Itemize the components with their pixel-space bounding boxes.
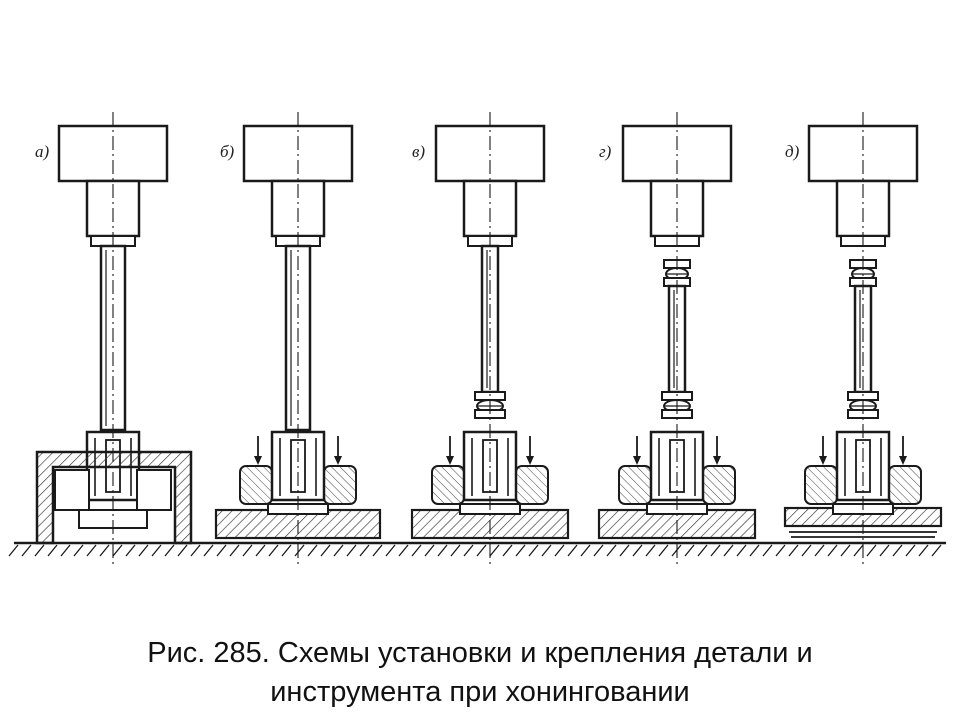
panel-label: д) (785, 142, 800, 161)
workpiece-left (239, 465, 273, 505)
workpiece-right (323, 465, 357, 505)
floor-baseline (8, 541, 946, 557)
workpiece-right (515, 465, 549, 505)
panel-fixture-box: а) (35, 112, 193, 568)
fixture-housing (35, 450, 193, 545)
workpiece-left (54, 469, 90, 511)
panel-label: в) (412, 142, 425, 161)
workpiece-right (136, 469, 172, 511)
workpiece-left (431, 465, 465, 505)
workpiece-left (618, 465, 652, 505)
panel-hinge-both: г) (597, 112, 757, 568)
panel-label: б) (220, 142, 235, 161)
workpiece-right (702, 465, 736, 505)
workpiece-left (804, 465, 838, 505)
figure-caption-line-2: инструмента при хонинговании (270, 676, 690, 708)
panel-hinge-both-floating: д) (783, 112, 943, 568)
panel-label: а) (35, 142, 50, 161)
panel-label: г) (599, 142, 612, 161)
workpiece-right (888, 465, 922, 505)
panel-rigid: б) (214, 112, 382, 568)
panel-hinge-bottom: в) (410, 112, 570, 568)
figure-caption-line-1: Рис. 285. Схемы установки и крепления де… (147, 637, 813, 669)
